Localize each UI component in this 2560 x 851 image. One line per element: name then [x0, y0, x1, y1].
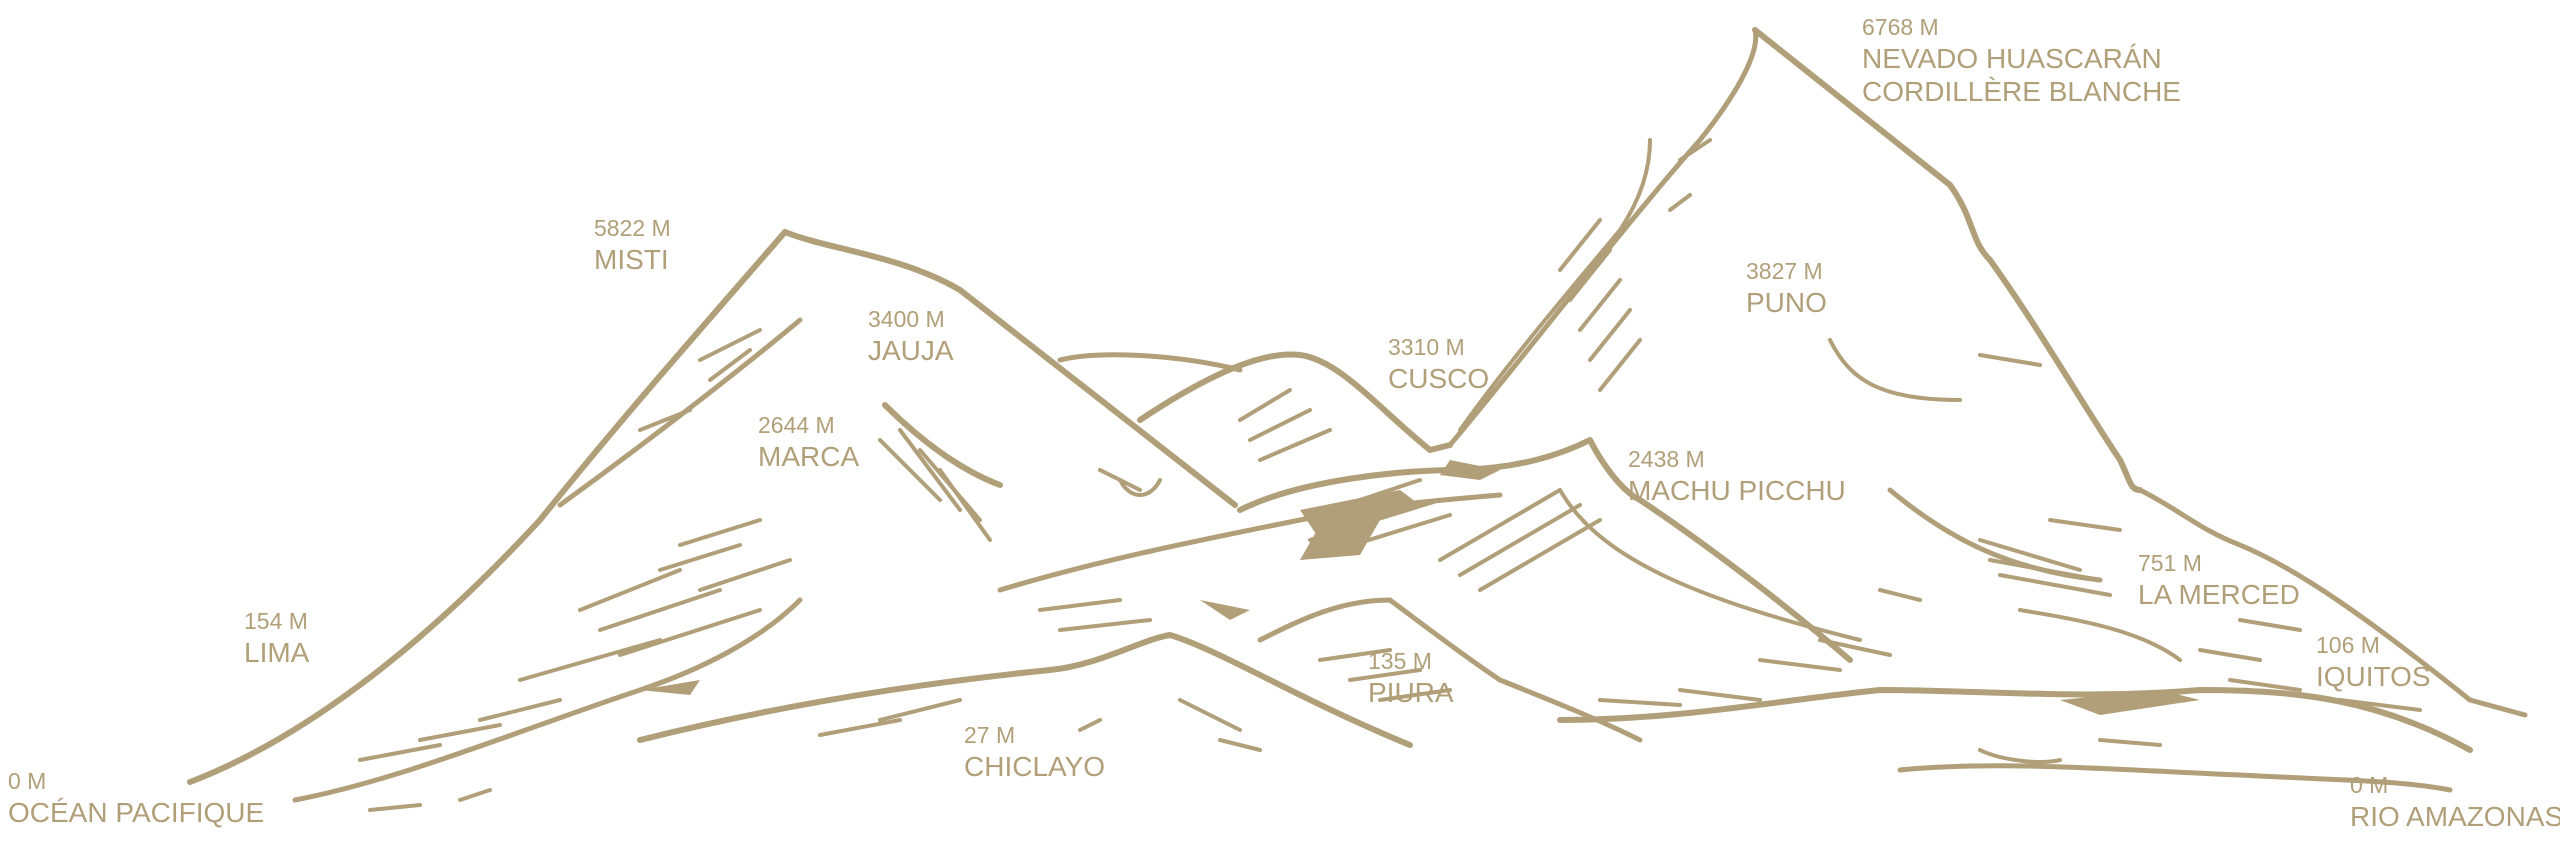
- ridge-huascaran-left: [1447, 27, 1759, 448]
- ridge-misti-left: [187, 229, 788, 785]
- label-cusco: 3310 M CUSCO: [1388, 334, 1489, 395]
- altitude-chiclayo: 27 M: [964, 722, 1016, 748]
- altitude-huascaran: 6768 M: [1862, 14, 1939, 40]
- altitude-rio-amazonas: 0 M: [2350, 772, 2389, 798]
- altitude-machu-picchu: 2438 M: [1628, 446, 1705, 472]
- name-iquitos: IQUITOS: [2316, 660, 2431, 692]
- altitude-ocean-pacifique: 0 M: [8, 768, 47, 794]
- altitude-piura: 135 M: [1368, 648, 1432, 674]
- name-ocean-pacifique: OCÉAN PACIFIQUE: [8, 796, 265, 828]
- name-rio-amazonas: RIO AMAZONAS: [2350, 800, 2560, 832]
- name-machu-picchu: MACHU PICCHU: [1628, 474, 1846, 506]
- name-la-merced: LA MERCED: [2138, 578, 2300, 610]
- altitude-cusco: 3310 M: [1388, 334, 1465, 360]
- ridge-cusco-peak: [1137, 351, 1453, 453]
- label-la-merced: 751 M LA MERCED: [2138, 550, 2300, 611]
- name-jauja: JAUJA: [868, 334, 954, 366]
- label-puno: 3827 M PUNO: [1746, 258, 1827, 319]
- name-chiclayo: CHICLAYO: [964, 750, 1106, 782]
- ridge-inner-cusco: [1458, 138, 1652, 432]
- ridge-cusco: [1057, 352, 1243, 373]
- label-jauja: 3400 M JAUJA: [868, 306, 954, 367]
- altitude-puno: 3827 M: [1746, 258, 1823, 284]
- label-machu-picchu: 2438 M MACHU PICCHU: [1628, 446, 1846, 507]
- ridge-piura: [1257, 597, 1643, 743]
- ridge-puno-slope: [1987, 257, 2143, 493]
- name-huascaran: NEVADO HUASCARÁN: [1862, 42, 2162, 74]
- altitude-misti: 5822 M: [594, 215, 671, 241]
- ridge-low-right: [2018, 608, 2182, 662]
- hatching: [358, 138, 2422, 812]
- name-marca: MARCA: [758, 440, 860, 472]
- ridge-machu: [1237, 437, 1853, 663]
- name-cusco: CUSCO: [1388, 362, 1490, 394]
- shade-patches: [640, 460, 2200, 715]
- label-iquitos: 106 M IQUITOS: [2316, 632, 2431, 693]
- ridge-marca-inner: [557, 317, 803, 508]
- altitude-jauja: 3400 M: [868, 306, 945, 332]
- ridge-jauja-slope: [882, 402, 1003, 488]
- label-ocean-pacifique: 0 M OCÉAN PACIFIQUE: [8, 768, 264, 829]
- name-lima: LIMA: [244, 636, 310, 668]
- ridge-la-merced: [2137, 487, 2528, 718]
- label-piura: 135 M PIURA: [1368, 648, 1454, 709]
- subname-huascaran: CORDILLÈRE BLANCHE: [1862, 76, 2181, 108]
- altitude-marca: 2644 M: [758, 412, 835, 438]
- ridge-front-left: [292, 597, 803, 803]
- altitude-lima: 154 M: [244, 608, 308, 634]
- ridge-machu-lower: [1558, 488, 1862, 642]
- label-chiclayo: 27 M CHICLAYO: [964, 722, 1105, 783]
- label-huascaran: 6768 M NEVADO HUASCARÁN CORDILLÈRE BLANC…: [1862, 14, 2181, 109]
- name-puno: PUNO: [1746, 286, 1827, 318]
- name-misti: MISTI: [594, 243, 669, 275]
- ridge-chiclayo: [637, 632, 1413, 748]
- altitude-la-merced: 751 M: [2138, 550, 2202, 576]
- ridge-misti-top: [782, 229, 1238, 508]
- altitude-iquitos: 106 M: [2316, 632, 2380, 658]
- name-piura: PIURA: [1368, 676, 1454, 708]
- ridge-amazonas: [1897, 763, 2453, 793]
- label-misti: 5822 M MISTI: [594, 215, 671, 276]
- label-lima: 154 M LIMA: [244, 608, 309, 669]
- ridge-center-low: [997, 492, 1503, 593]
- label-marca: 2644 M MARCA: [758, 412, 859, 473]
- label-rio-amazonas: 0 M RIO AMAZONAS: [2350, 772, 2560, 833]
- ridge-huascaran-right: [1752, 27, 1993, 263]
- ridge-front-right: [1557, 687, 2473, 753]
